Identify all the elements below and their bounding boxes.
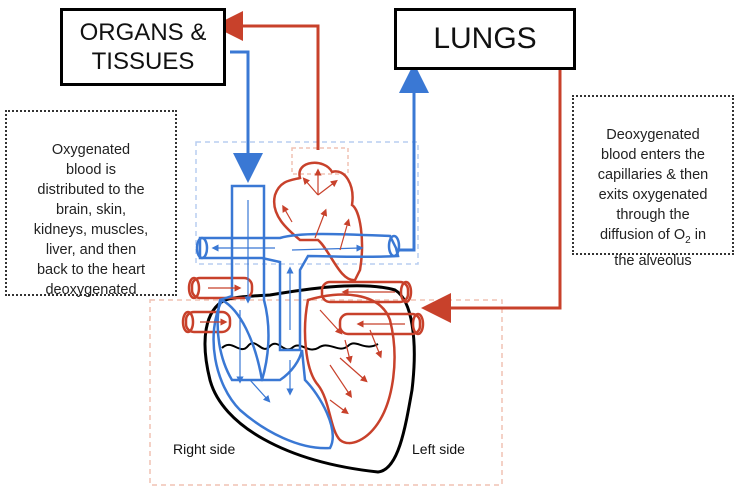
dashed-lung-region bbox=[196, 142, 418, 264]
arrow-lungs-to-heart bbox=[436, 70, 560, 308]
left-side-label: Left side bbox=[412, 441, 465, 457]
organs-tissues-box: ORGANS & TISSUES bbox=[60, 8, 226, 86]
oxygenated-distribution-note: Oxygenated blood is distributed to the b… bbox=[5, 110, 177, 296]
arrow-organs-to-heart bbox=[230, 52, 248, 168]
right-side-label: Right side bbox=[173, 441, 235, 457]
vena-cava bbox=[218, 186, 269, 380]
lung-note-text-pre: Deoxygenated blood enters the capillarie… bbox=[598, 127, 708, 243]
left-ventricle bbox=[305, 295, 394, 444]
lungs-label: LUNGS bbox=[433, 22, 536, 56]
arrow-heart-to-lungs bbox=[398, 78, 414, 250]
dashed-heart-region bbox=[150, 300, 502, 485]
right-ventricle bbox=[214, 300, 333, 448]
lung-diffusion-note: Deoxygenated blood enters the capillarie… bbox=[572, 95, 734, 255]
lungs-box: LUNGS bbox=[394, 8, 576, 70]
arrow-heart-to-organs bbox=[228, 26, 318, 150]
oxygenated-note-text: Oxygenated blood is distributed to the b… bbox=[34, 142, 148, 298]
organs-tissues-label: ORGANS & TISSUES bbox=[80, 18, 207, 76]
